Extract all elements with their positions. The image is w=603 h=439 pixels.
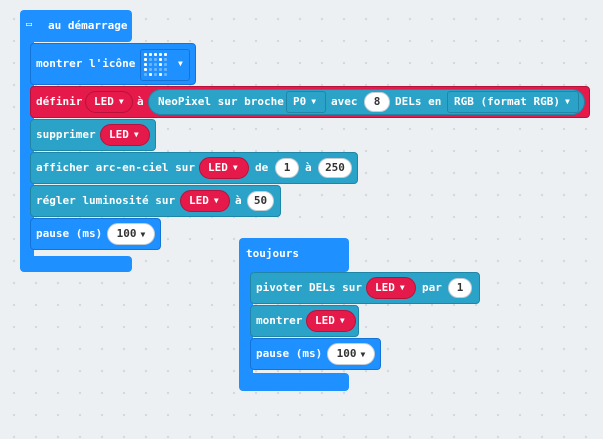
rotate-block[interactable] (250, 272, 480, 304)
chevron-down-icon: ▼ (140, 230, 146, 239)
to-label: à (235, 194, 242, 207)
chevron-down-icon: ▼ (133, 130, 139, 139)
icon-dropdown[interactable]: ▼ (140, 49, 190, 81)
led-pixel (149, 58, 152, 61)
variable-led-dropdown[interactable]: LED ▼ (100, 124, 150, 146)
led-pixel (159, 73, 162, 76)
led-pixel (164, 68, 167, 71)
on-start-footer (20, 256, 132, 272)
pause-label: pause (ms) (256, 347, 323, 360)
to-label: à (305, 161, 312, 174)
pause-duration-dropdown[interactable]: 100▼ (107, 223, 155, 245)
variable-led-label: LED (189, 194, 209, 207)
brightness-input[interactable]: 50 (247, 191, 274, 211)
led-pixel (149, 53, 152, 56)
led-pixel (164, 58, 167, 61)
brightness-label: régler luminosité sur (36, 194, 176, 207)
pause-duration-dropdown[interactable]: 100▼ (327, 343, 375, 365)
led-pixel (144, 68, 147, 71)
pitchfork-led-icon (144, 53, 169, 78)
forever-label: toujours (246, 247, 299, 260)
by-label: par (422, 281, 442, 294)
pause-value: 100 (116, 227, 137, 240)
from-label: de (255, 161, 269, 174)
led-pixel (149, 73, 152, 76)
rotate-label: pivoter DELs sur (256, 281, 362, 294)
variable-led-dropdown[interactable]: LED ▼ (306, 310, 356, 332)
to-label: à (137, 95, 144, 108)
rainbow-to-input[interactable]: 250 (318, 158, 352, 178)
rainbow-label: afficher arc-en-ciel sur (36, 161, 195, 174)
variable-led-dropdown[interactable]: LED ▼ (180, 190, 230, 212)
led-pixel (154, 68, 157, 71)
set-label: définir (36, 95, 83, 108)
forever-hat[interactable] (239, 238, 349, 272)
led-count-input[interactable]: 8 (364, 92, 390, 112)
forever-block[interactable]: toujours (239, 238, 349, 391)
pause-label: pause (ms) (36, 227, 103, 240)
leds-in-label: DELs en (395, 95, 442, 108)
variable-led-dropdown[interactable]: LED ▼ (85, 91, 133, 113)
led-pixel (149, 63, 152, 66)
led-pixel (159, 63, 162, 66)
chevron-down-icon: ▼ (213, 196, 219, 205)
pin-dropdown[interactable]: P0 ▼ (286, 91, 326, 113)
gamepad-icon: ▭ (26, 19, 33, 30)
chevron-down-icon: ▼ (118, 97, 124, 106)
led-pixel (164, 53, 167, 56)
chevron-down-icon: ▼ (360, 350, 366, 359)
chevron-down-icon: ▼ (339, 316, 345, 325)
variable-led-label: LED (94, 95, 114, 108)
forever-c-spine (239, 258, 253, 378)
on-start-label: au démarrage (48, 19, 128, 32)
brightness-block[interactable] (30, 185, 281, 217)
led-pixel (154, 53, 157, 56)
variable-led-dropdown[interactable]: LED ▼ (366, 277, 416, 299)
rotate-offset-input[interactable]: 1 (448, 278, 472, 298)
show-label: montrer (256, 314, 303, 327)
neopixel-pin-label: NeoPixel sur broche (158, 95, 284, 108)
rgb-mode-value: RGB (format RGB) (454, 95, 560, 108)
chevron-down-icon: ▼ (232, 163, 238, 172)
led-pixel (144, 53, 147, 56)
led-pixel (154, 73, 157, 76)
led-pixel (154, 58, 157, 61)
variable-led-label: LED (208, 161, 228, 174)
clear-label: supprimer (36, 128, 96, 141)
led-pixel (159, 53, 162, 56)
rainbow-block[interactable] (30, 152, 358, 184)
chevron-down-icon: ▼ (178, 59, 183, 68)
led-pixel (159, 68, 162, 71)
led-pixel (154, 63, 157, 66)
chevron-down-icon: ▼ (311, 97, 317, 106)
rgb-mode-dropdown[interactable]: RGB (format RGB) ▼ (447, 91, 579, 113)
with-label: avec (331, 95, 358, 108)
variable-led-label: LED (109, 128, 129, 141)
rainbow-from-input[interactable]: 1 (275, 158, 299, 178)
pin-value: P0 (293, 95, 307, 108)
led-pixel (144, 58, 147, 61)
led-pixel (159, 58, 162, 61)
show-icon-label: montrer l'icône (36, 57, 136, 70)
forever-footer (239, 373, 349, 391)
chevron-down-icon: ▼ (564, 97, 570, 106)
chevron-down-icon: ▼ (399, 283, 405, 292)
led-pixel (144, 73, 147, 76)
led-pixel (144, 63, 147, 66)
led-pixel (149, 68, 152, 71)
led-pixel (164, 63, 167, 66)
variable-led-dropdown[interactable]: LED ▼ (199, 157, 249, 179)
led-pixel (164, 73, 167, 76)
on-start-hat[interactable] (20, 10, 132, 42)
variable-led-label: LED (315, 314, 335, 327)
pause-value: 100 (336, 347, 357, 360)
variable-led-label: LED (375, 281, 395, 294)
